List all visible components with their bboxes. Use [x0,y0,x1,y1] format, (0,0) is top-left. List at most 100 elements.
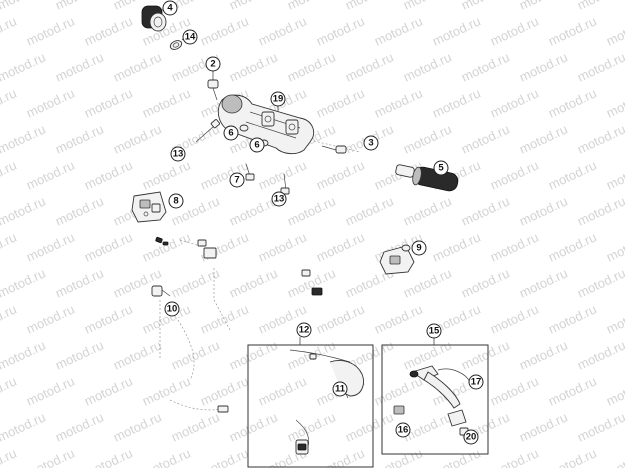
watermark-text: motod.ru [140,445,193,468]
watermark-text: motod.ru [0,13,19,48]
watermark-text: motod.ru [314,85,367,120]
watermark-text: motod.ru [140,229,193,264]
watermark-text: motod.ru [140,85,193,120]
watermark-text: motod.ru [401,0,454,13]
watermark-text: motod.ru [517,0,570,13]
part-8-switch-left [131,191,167,223]
watermark-text: motod.ru [546,445,599,468]
watermark-text: motod.ru [314,301,367,336]
part-13-bolt-b [280,173,290,195]
part-5-grip-right [395,164,459,192]
watermark-text: motod.ru [546,373,599,408]
callout-14: 14 [182,29,198,45]
svg-text:2: 2 [210,59,215,70]
watermark-text: motod.ru [53,49,106,84]
watermark-text: motod.ru [575,0,625,13]
watermark-text: motod.ru [285,265,338,300]
svg-text:13: 13 [173,149,184,160]
watermark-text: motod.ru [488,157,541,192]
watermark-text: motod.ru [575,265,625,300]
watermark-text: motod.ru [0,409,48,444]
svg-text:20: 20 [466,432,477,443]
svg-text:12: 12 [299,325,310,336]
watermark-text: motod.ru [604,13,625,48]
watermark-text: motod.ru [459,121,512,156]
watermark-text: motod.ru [256,373,309,408]
svg-text:16: 16 [398,425,409,436]
frame-12 [247,344,374,468]
watermark-text: motod.ru [256,157,309,192]
watermark-text: motod.ru [0,193,48,228]
callout-15: 15 [426,323,442,339]
callout-6a: 6 [223,125,239,141]
watermark-text: motod.ru [488,229,541,264]
watermark-text: motod.ru [488,85,541,120]
watermark-text: motod.ru [82,445,135,468]
watermark-text: motod.ru [53,265,106,300]
frame-15 [381,344,489,455]
watermark-text: motod.ru [227,409,280,444]
part-6-washer-a [239,124,249,132]
callout-17: 17 [468,374,484,390]
part-4-grip-end [141,5,167,32]
watermark-text: motod.ru [372,445,425,468]
watermark-text: motod.ru [430,229,483,264]
watermark-text: motod.ru [401,193,454,228]
watermark-text: motod.ru [0,337,48,372]
watermark-text: motod.ru [459,265,512,300]
watermark-text: motod.ru [546,157,599,192]
svg-text:9: 9 [416,243,421,254]
watermark-text: motod.ru [169,337,222,372]
watermark-text: motod.ru [575,193,625,228]
watermark-text: motod.ru [140,157,193,192]
watermark-text: motod.ru [82,229,135,264]
callout-16: 16 [395,422,411,438]
watermark-text: motod.ru [169,409,222,444]
watermark-text: motod.ru [53,121,106,156]
part-switch-small-parts [155,236,217,259]
watermark-text: motod.ru [314,157,367,192]
watermark-text: motod.ru [111,337,164,372]
watermark-text: motod.ru [227,337,280,372]
watermark-text: motod.ru [604,373,625,408]
callout-8: 8 [168,193,184,209]
watermark-text: motod.ru [198,157,251,192]
watermark-text: motod.ru [488,13,541,48]
callout-12: 12 [296,322,312,338]
watermark-text: motod.ru [24,157,77,192]
watermark-text: motod.ru [314,13,367,48]
watermark-text: motod.ru [198,373,251,408]
part-7-nut [245,163,255,181]
watermark-text: motod.ru [24,445,77,468]
watermark-text: motod.ru [0,301,19,336]
watermark-text: motod.ru [343,409,396,444]
watermark-text: motod.ru [488,445,541,468]
part-15-lever [393,365,471,436]
watermark-text: motod.ru [430,445,483,468]
watermark-text: motod.ru [604,85,625,120]
callout-2: 2 [205,56,221,72]
watermark-text: motod.ru [227,0,280,13]
watermark-text: motod.ru [343,0,396,13]
callout-5: 5 [433,160,449,176]
callouts: 4 14 2 19 6 6 13 7 13 3 5 8 9 10 12 11 1… [162,0,484,445]
watermark-text: motod.ru [140,373,193,408]
watermark-text: motod.ru [198,445,251,468]
svg-text:15: 15 [429,326,440,337]
watermark-text: motod.ru [256,13,309,48]
part-center-small-parts [213,268,323,331]
watermark-text: motod.ru [111,121,164,156]
callout-10: 10 [164,301,180,317]
watermark-text: motod.ru [517,49,570,84]
watermark-text: motod.ru [0,445,19,468]
watermark-text: motod.ru [0,229,19,264]
watermark-text: motod.ru [198,13,251,48]
callout-7: 7 [229,172,245,188]
svg-text:19: 19 [273,94,284,105]
callout-9: 9 [411,240,427,256]
watermark-text: motod.ru [546,301,599,336]
svg-text:13: 13 [274,194,285,205]
watermark-text: motod.ru [517,265,570,300]
watermark-text: motod.ru [517,409,570,444]
